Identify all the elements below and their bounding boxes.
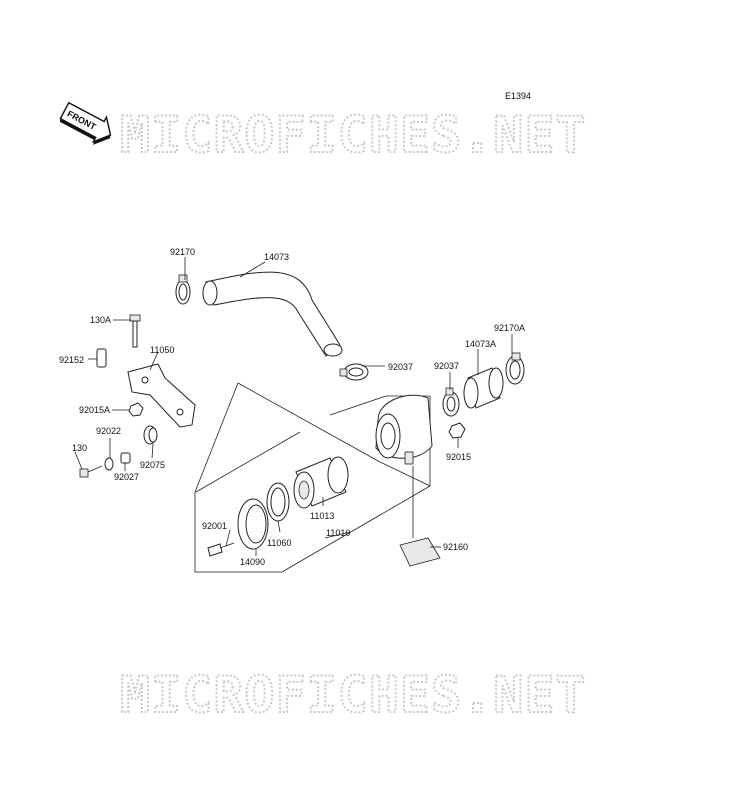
ring-11060 (266, 482, 290, 522)
part-label: 92170 (170, 247, 195, 257)
watermark-top: MICROFICHES.NET (120, 106, 587, 164)
part-label: 92037 (434, 361, 459, 371)
pad-92160 (399, 537, 441, 567)
diagram-code: E1394 (505, 91, 531, 101)
clamp-92170A (505, 352, 525, 385)
part-label: 130A (90, 315, 111, 325)
part-label: 14073 (264, 252, 289, 262)
front-arrow-icon: FRONT (59, 101, 112, 145)
air-box-housing (375, 394, 433, 465)
nut-92015A (128, 402, 144, 417)
bolt-130 (79, 465, 103, 478)
part-label: 14090 (240, 557, 265, 567)
part-label: 92037 (388, 362, 413, 372)
clamp-92170 (175, 274, 191, 305)
clamp-92037-upper (339, 363, 369, 381)
part-labels: 92170 14073 130A 11050 92152 92015A 9202… (59, 247, 525, 567)
part-label: 92160 (443, 542, 468, 552)
bolt-130A (129, 314, 141, 348)
part-label: 11013 (310, 511, 334, 521)
wing-bolt-92001 (207, 542, 235, 557)
part-label: 14073A (465, 339, 496, 349)
filter-element-11013 (293, 456, 349, 509)
part-label: 130 (72, 443, 87, 453)
part-label: 92015 (446, 452, 471, 462)
washer-92022 (104, 457, 114, 471)
part-label: 92152 (59, 355, 84, 365)
bracket-11050 (127, 363, 196, 428)
part-label: 92170A (494, 323, 525, 333)
nut-92015 (448, 422, 466, 439)
part-label: 92027 (114, 472, 139, 482)
clamp-92037-right (442, 387, 460, 417)
watermark-bottom: MICROFICHES.NET (120, 666, 587, 724)
collar-92152 (96, 348, 107, 368)
collar-92027 (120, 452, 131, 464)
part-label: 92022 (96, 426, 121, 436)
leader-lines (74, 257, 513, 556)
assembly-outline (194, 382, 431, 573)
part-label: 11010 (326, 528, 350, 538)
part-label: 11050 (150, 345, 174, 355)
part-label: 92015A (79, 405, 110, 415)
part-label: 92075 (140, 460, 165, 470)
part-label: 92001 (202, 521, 227, 531)
part-label: 11060 (267, 538, 291, 548)
duct-hose-14073 (202, 271, 343, 357)
coupling-14073A (463, 367, 504, 409)
grommet-92075 (143, 425, 158, 445)
cap-14090 (237, 498, 269, 550)
